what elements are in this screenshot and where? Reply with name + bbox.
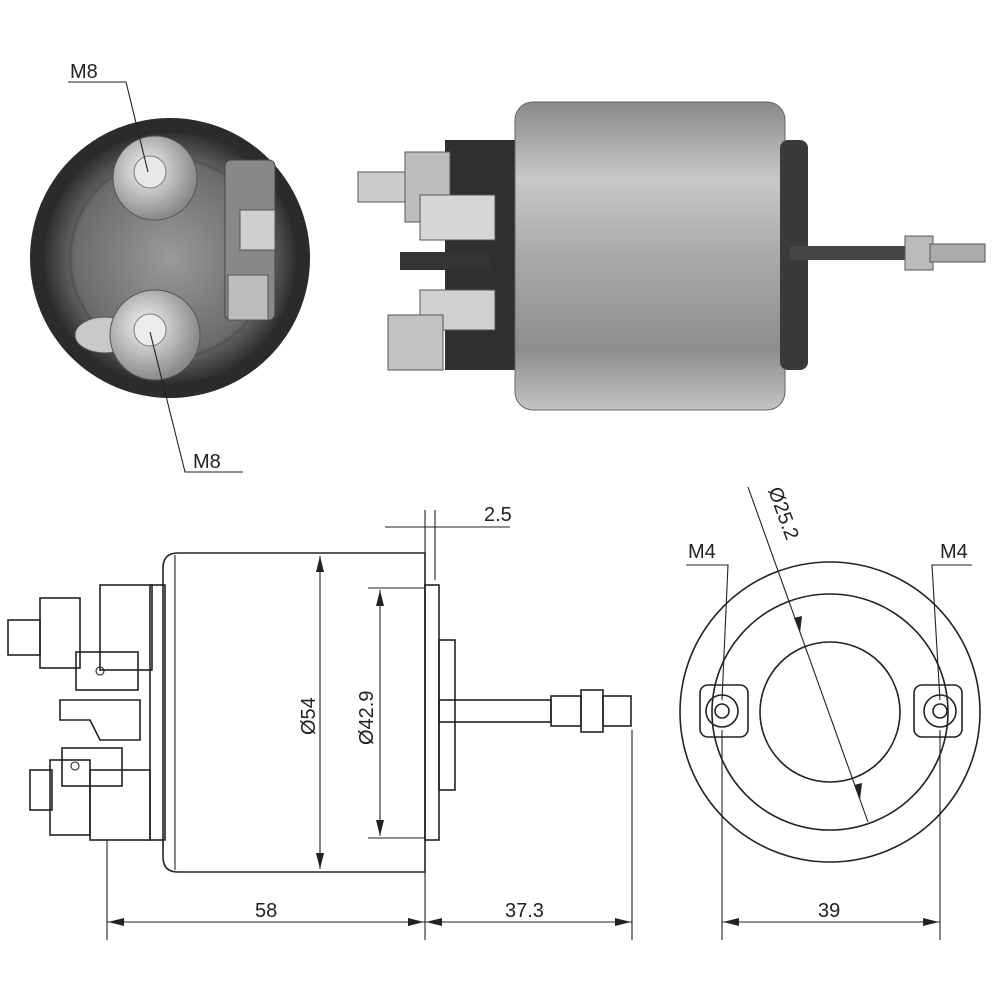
end-view-photo: M8 M8	[30, 61, 310, 473]
dim-flange-thickness: 2.5	[484, 504, 512, 526]
dim-plunger-length: 37.3	[505, 900, 544, 922]
dim-body-diameter: Ø54	[298, 697, 320, 735]
dim-inner-diameter: Ø25.2	[763, 484, 802, 543]
dim-body-length: 58	[255, 900, 277, 922]
right-terminal-nut-icon	[913, 684, 963, 738]
bottom-stud-icon	[74, 289, 201, 381]
end-view-drawing: M4 M4 Ø25.2 39	[679, 484, 981, 940]
dim-terminal-spacing: 39	[818, 900, 840, 922]
label-m4-left: M4	[688, 541, 716, 563]
label-m8-bottom: M8	[193, 451, 221, 473]
left-terminal-nut-icon	[699, 684, 749, 738]
label-m8-top: M8	[70, 61, 98, 83]
side-view-photo	[357, 101, 986, 411]
side-view-drawing: 2.5 Ø54 Ø42.9 58 37.3	[7, 504, 633, 940]
top-stud-icon	[112, 135, 198, 221]
label-m4-right: M4	[940, 541, 968, 563]
dim-flange-diameter: Ø42.9	[356, 691, 378, 745]
